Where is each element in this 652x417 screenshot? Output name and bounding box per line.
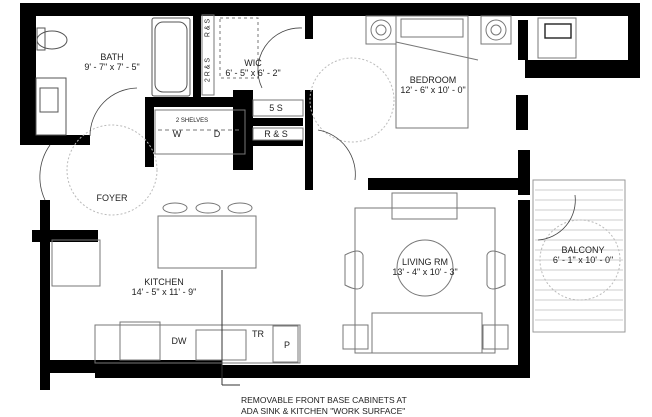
room-dims: 6' - 1" x 10' - 0": [552, 255, 614, 265]
room-name: LIVING RM: [401, 257, 449, 267]
room-dims: 9' - 7" x 7' - 5": [84, 62, 140, 72]
tag-dishwasher: DW: [171, 336, 187, 346]
tag-rod-shelf: R & S: [264, 129, 288, 139]
kitchen-note: REMOVABLE FRONT BASE CABINETS AT ADA SIN…: [241, 395, 407, 417]
room-label-foyer: FOYER: [96, 193, 127, 203]
room-name: KITCHEN: [144, 277, 184, 287]
room-label-wic: WIC 6' - 5" x 6' - 2": [225, 58, 280, 78]
room-label-kitchen: KITCHEN 14' - 5" x 11' - 9": [132, 277, 197, 297]
room-dims: 6' - 5" x 6' - 2": [225, 68, 281, 78]
tag-dryer: D: [213, 129, 221, 139]
walls: [20, 3, 640, 390]
tag-rod-shelf-top: R & S: [204, 18, 212, 38]
room-label-balcony: BALCONY 6' - 1" x 10' - 0": [553, 245, 613, 265]
room-name: BALCONY: [561, 245, 605, 255]
note-line-1: REMOVABLE FRONT BASE CABINETS AT: [241, 395, 407, 405]
tag-pantry: P: [283, 340, 291, 350]
room-dims: 13' - 4" x 10' - 3": [392, 267, 458, 277]
room-label-bedroom: BEDROOM 12' - 6" x 10' - 0": [400, 75, 465, 95]
tag-2-rod-shelf: 2 R & S: [204, 57, 212, 83]
room-name: BEDROOM: [409, 75, 457, 85]
room-label-bath: BATH 9' - 7" x 7' - 5": [84, 52, 139, 72]
note-line-2: ADA SINK & KITCHEN "WORK SURFACE": [241, 406, 406, 416]
tag-washer: W: [172, 129, 182, 139]
room-name: BATH: [100, 52, 124, 62]
room-name: WIC: [244, 58, 262, 68]
room-name: FOYER: [96, 193, 128, 203]
room-dims: 12' - 6" x 10' - 0": [400, 85, 466, 95]
tag-shelves: 2 SHELVES: [175, 118, 209, 124]
room-label-living: LIVING RM 13' - 4" x 10' - 3": [392, 257, 457, 277]
tag-5s: 5 S: [269, 103, 283, 113]
room-dims: 14' - 5" x 11' - 9": [131, 287, 197, 297]
tag-trash: TR: [252, 329, 264, 339]
